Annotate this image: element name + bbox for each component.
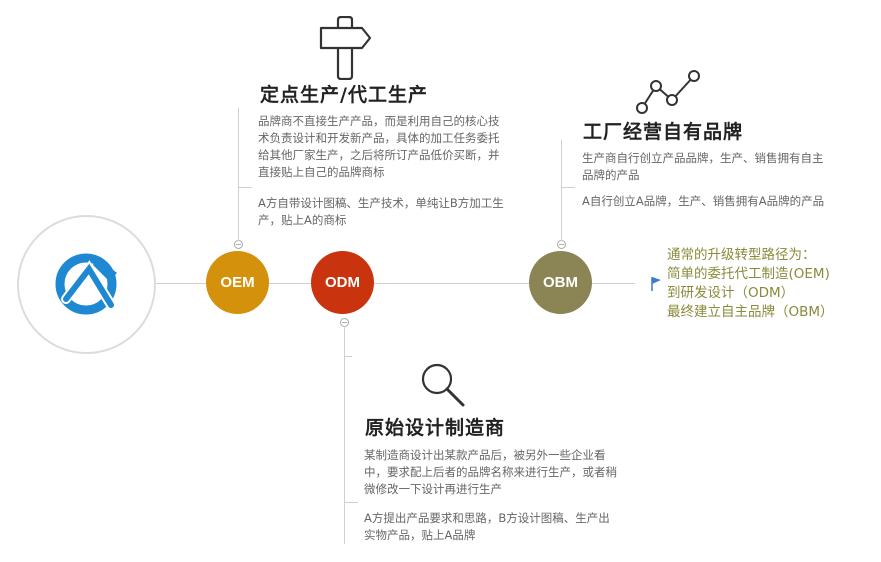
magnifier-icon bbox=[421, 363, 465, 407]
note-line-3: 到研发设计（ODM） bbox=[667, 285, 795, 301]
obm-title: 工厂经营自有品牌 bbox=[583, 121, 744, 143]
obm-desc-2: A自行创立A品牌，生产、销售拥有A品牌的产品 bbox=[582, 194, 825, 208]
odm-desc-1: 某制造商设计出某款产品后，被另外一些企业看中，要求配上后者的品牌名称来进行生产，… bbox=[364, 448, 617, 496]
obm-collapse-icon[interactable]: − bbox=[557, 240, 566, 249]
oem-desc-1: 品牌商不直接生产产品，而是利用自己的核心技术负责设计和开发新产品，具体的加工任务… bbox=[258, 114, 500, 179]
obm-node: OBM bbox=[529, 251, 592, 314]
obm-divider bbox=[561, 187, 575, 188]
odm-node: ODM bbox=[311, 251, 374, 314]
upgrade-path-note: 通常的升级转型路径为： 简单的委托代工制造(OEM) 到研发设计（ODM） 最终… bbox=[667, 246, 834, 322]
logo-icon bbox=[55, 253, 117, 315]
logo-circle bbox=[17, 215, 156, 354]
odm-desc-2: A方提出产品要求和思路，B方设计图稿、生产出实物产品，贴上A品牌 bbox=[364, 511, 610, 542]
oem-desc-2: A方自带设计图稿、生产技术，单纯让B方加工生产，贴上A的商标 bbox=[258, 196, 504, 227]
odm-tick bbox=[344, 356, 352, 357]
obm-desc-1: 生产商自行创立产品品牌，生产、销售拥有自主品牌的产品 bbox=[582, 151, 824, 182]
oem-collapse-icon[interactable]: − bbox=[234, 240, 243, 249]
odm-title: 原始设计制造商 bbox=[365, 417, 506, 439]
trend-chart-icon bbox=[636, 70, 700, 114]
oem-divider bbox=[238, 187, 252, 188]
note-line-2: 简单的委托代工制造(OEM) bbox=[667, 266, 830, 282]
oem-node: OEM bbox=[206, 251, 269, 314]
odm-branch-line bbox=[344, 326, 345, 544]
oem-title: 定点生产/代工生产 bbox=[260, 84, 428, 106]
note-line-1: 通常的升级转型路径为： bbox=[667, 247, 816, 263]
oem-branch-line bbox=[238, 108, 239, 241]
flag-icon bbox=[651, 277, 661, 291]
note-line-4: 最终建立自主品牌（OBM） bbox=[667, 304, 834, 320]
obm-branch-line bbox=[561, 140, 562, 241]
timeline-axis bbox=[150, 283, 635, 284]
odm-divider bbox=[344, 502, 358, 503]
signpost-icon bbox=[319, 16, 372, 80]
